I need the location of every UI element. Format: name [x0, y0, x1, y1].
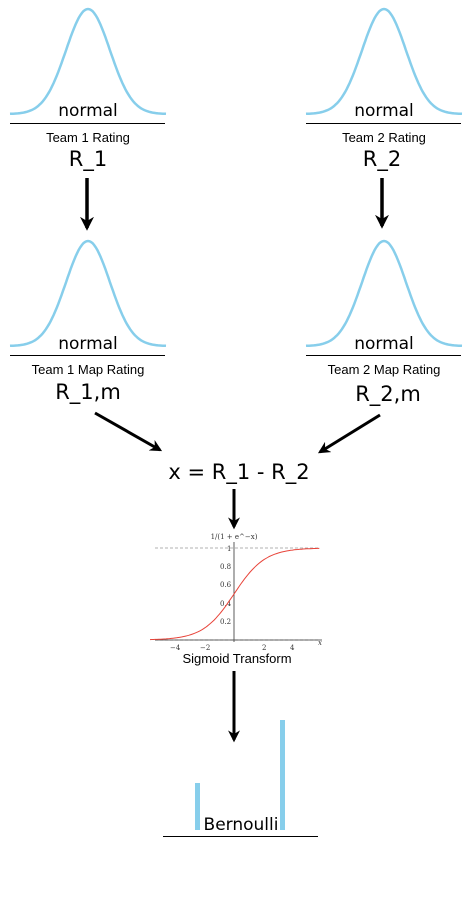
dist-name-team2-map: normal — [354, 334, 414, 354]
arrow-team2-map-to-difference — [317, 413, 381, 454]
var-team1-rating: R_1 — [68, 147, 108, 171]
x-tick-3: 4 — [290, 644, 295, 652]
label-team1-map: Team 1 Map Rating — [31, 362, 145, 377]
sigmoid-plot: 1/(1 + e^−x) 0.2 0.4 0.6 0.8 1 −4 −2 2 4… — [150, 533, 322, 652]
label-team2-rating: Team 2 Rating — [342, 130, 426, 145]
dist-name-bernoulli: Bernoulli — [203, 815, 279, 835]
y-tick-1: 0.4 — [220, 600, 232, 608]
baseline-team2-rating — [306, 123, 461, 124]
sigmoid-title: 1/(1 + e^−x) — [211, 533, 258, 541]
baseline-team2-map — [306, 355, 461, 356]
label-sigmoid: Sigmoid Transform — [182, 651, 292, 666]
sigmoid-curve — [150, 547, 320, 641]
normal-curve-team2-map — [305, 239, 463, 348]
y-tick-3: 0.8 — [220, 563, 231, 571]
baseline-bernoulli — [163, 836, 318, 837]
bernoulli-bar-0 — [195, 783, 200, 830]
var-team2-rating: R_2 — [362, 147, 402, 171]
arrow-team1-map-to-difference — [94, 411, 163, 452]
normal-curve-team2-rating — [305, 7, 463, 116]
bernoulli-bar-1 — [280, 720, 285, 830]
y-tick-2: 0.6 — [220, 581, 232, 589]
var-team1-map: R_1,m — [55, 380, 121, 404]
var-team2-map: R_2,m — [355, 382, 421, 406]
x-tick-1: −2 — [200, 644, 210, 652]
dist-name-team2-rating: normal — [354, 101, 414, 121]
y-tick-4: 1 — [227, 545, 231, 553]
label-team2-map: Team 2 Map Rating — [327, 362, 441, 377]
y-tick-0: 0.2 — [220, 618, 231, 626]
difference-equation: x = R_1 - R_2 — [168, 460, 310, 484]
dist-name-team1-map: normal — [58, 334, 118, 354]
baseline-team1-map — [10, 355, 165, 356]
normal-curve-team1-rating — [9, 7, 167, 116]
label-team1-rating: Team 1 Rating — [46, 130, 130, 145]
normal-curve-team1-map — [9, 239, 167, 348]
x-tick-2: 2 — [262, 644, 266, 652]
x-tick-0: −4 — [170, 644, 181, 652]
dist-name-team1-rating: normal — [58, 101, 118, 121]
x-axis-label: x — [318, 639, 322, 647]
baseline-team1-rating — [10, 123, 165, 124]
